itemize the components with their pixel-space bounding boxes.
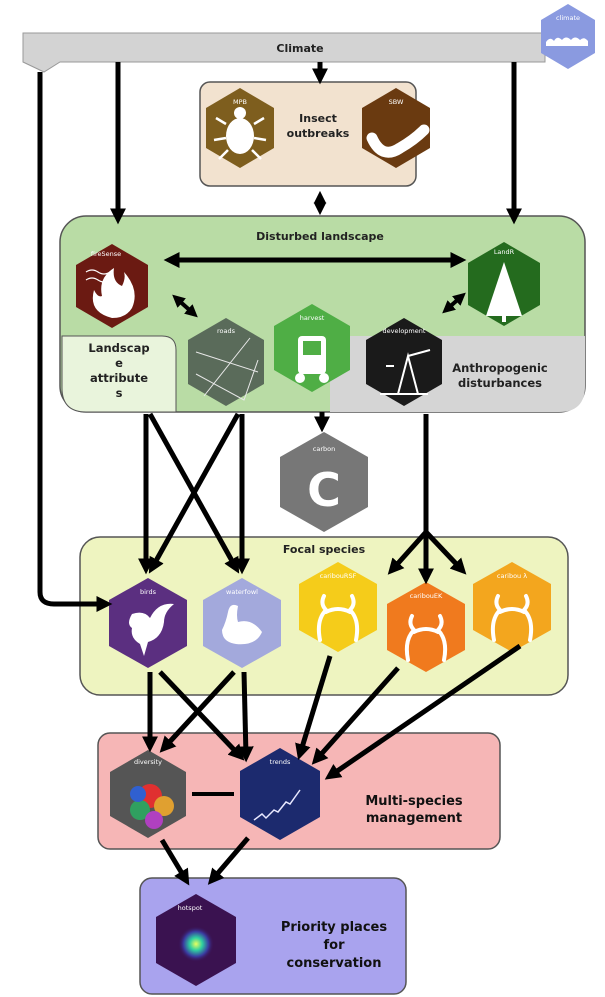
anthro-line1: Anthropogenic — [452, 361, 548, 375]
multi-title-line2: management — [366, 811, 462, 826]
mpb-hex-icon: MPB — [206, 88, 274, 168]
priority-line1: Priority places — [281, 920, 387, 935]
anthro-line2: disturbances — [458, 376, 542, 390]
arrow-diversity-hotspot — [159, 838, 190, 886]
arrow-caribou-lambda-trends — [324, 643, 522, 780]
focal-species-box: Focal species birds waterfowl caribouRSF… — [79, 536, 569, 696]
climate-label: Climate — [276, 42, 323, 55]
firesense-hex-icon: fireSense — [76, 244, 148, 328]
birds-label: birds — [140, 588, 157, 596]
arrow-firesense-roads — [172, 294, 198, 318]
landscape-attr-line1: Landscap — [88, 341, 149, 355]
trends-hex-icon: trends — [240, 748, 320, 840]
priority-line2: for — [324, 938, 346, 953]
priority-line3: conservation — [287, 956, 382, 971]
landr-label: LandR — [494, 248, 515, 256]
roads-label: roads — [217, 327, 236, 335]
arrow-birds-trends — [158, 670, 245, 761]
caribou-ek-label: caribouEK — [410, 592, 443, 600]
insect-outbreaks-box: MPB SBW Insect outbreaks — [199, 81, 430, 187]
sbw-label: SBW — [389, 98, 404, 106]
insect-title-line2: outbreaks — [287, 127, 350, 140]
focal-title: Focal species — [283, 543, 366, 556]
waterfowl-hex-icon: waterfowl — [203, 578, 281, 668]
landscape-attr-line4: s — [116, 386, 123, 400]
hotspot-label: hotspot — [178, 904, 203, 912]
arrow-caribou-rsf-trends — [295, 655, 333, 761]
arrow-waterfowl-trends — [237, 671, 254, 763]
mpb-label: MPB — [233, 98, 247, 106]
caribou-ek-hex-icon: caribouEK — [387, 582, 465, 672]
arrow-climate-birds — [37, 72, 113, 613]
landscape-attr-line2: e — [115, 356, 123, 370]
insect-title-line1: Insect — [299, 112, 337, 125]
roads-hex-icon: roads — [188, 318, 264, 406]
arrow-waterfowl-diversity — [159, 670, 236, 753]
arrow-dev-caribou-rsf — [387, 530, 428, 575]
climate-hex-label: climate — [556, 14, 580, 22]
priority-places-box: hotspot Priority places for conservation — [139, 877, 407, 995]
climate-section: Climate climate — [22, 4, 595, 73]
arrow-dev-caribou-lambda — [424, 530, 467, 575]
carbon-glyph: C — [307, 463, 341, 517]
carbon-label: carbon — [313, 445, 335, 453]
firesense-label: fireSense — [91, 250, 121, 258]
diversity-hex-icon: diversity — [110, 750, 186, 838]
sbw-hex-icon: SBW — [362, 88, 430, 168]
arrow-roads-birds — [148, 412, 241, 574]
waterfowl-label: waterfowl — [226, 588, 258, 596]
hotspot-hex-icon: hotspot — [156, 894, 236, 986]
caribou-rsf-label: caribouRSF — [320, 572, 357, 580]
birds-hex-icon: birds — [109, 578, 187, 668]
caribou-rsf-hex-icon: caribouRSF — [299, 562, 377, 652]
development-label: development — [383, 327, 426, 335]
landscape-attr-line3: attribute — [90, 371, 148, 385]
disturbed-landscape-box: Disturbed landscape Landscap e attribute… — [59, 215, 586, 413]
carbon-hex-icon: C carbon — [280, 432, 368, 532]
diversity-label: diversity — [134, 758, 162, 766]
development-hex-icon: development — [366, 318, 442, 406]
caribou-lambda-hex-icon: caribou λ — [473, 562, 551, 652]
multi-species-box: diversity trends Multi-species managemen… — [97, 732, 501, 850]
harvest-hex-icon: harvest — [274, 304, 350, 392]
arrow-landr-development — [442, 292, 466, 314]
caribou-lambda-label: caribou λ — [497, 572, 527, 580]
landr-hex-icon: LandR — [468, 242, 540, 326]
arrow-caribou-ek-trends — [311, 666, 400, 765]
arrow-trends-hotspot — [207, 836, 250, 885]
disturbed-title: Disturbed landscape — [256, 230, 384, 243]
landscape-attributes-region — [61, 335, 177, 413]
multi-title-line1: Multi-species — [365, 794, 463, 809]
connector-arrows — [37, 62, 523, 886]
climate-hex-icon: climate — [541, 4, 595, 69]
harvest-label: harvest — [300, 314, 325, 322]
trends-label: trends — [270, 758, 291, 766]
